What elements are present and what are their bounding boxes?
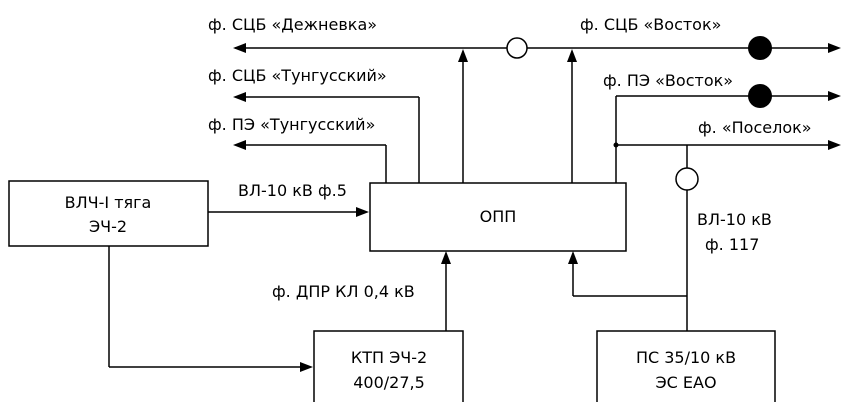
label-dezhnevka: ф. СЦБ «Дежневка» bbox=[208, 15, 377, 34]
label-vl10-f5: ВЛ-10 кВ ф.5 bbox=[238, 181, 347, 200]
box-opp bbox=[369, 182, 627, 252]
label-tungussky-scb: ф. СЦБ «Тунгусский» bbox=[208, 66, 387, 85]
arrow-poselok bbox=[828, 140, 841, 150]
arrow-dpr bbox=[441, 251, 451, 264]
vlch-line1: ВЛЧ-I тяга bbox=[65, 193, 152, 212]
label-tungussky-pe: ф. ПЭ «Тунгусский» bbox=[208, 115, 375, 134]
junction-dot bbox=[613, 142, 619, 148]
arrow-dezhnevka bbox=[233, 43, 246, 53]
ps-line1: ПС 35/10 кВ bbox=[636, 348, 736, 367]
arrow-pe-vostok bbox=[828, 91, 841, 101]
label-vostok-pe: ф. ПЭ «Восток» bbox=[603, 71, 733, 90]
ps-line2: ЭС ЕАО bbox=[655, 373, 716, 392]
arrow-vl10-f5 bbox=[356, 207, 369, 217]
arrow-up-2 bbox=[567, 49, 577, 62]
arrow-tungussky-scb bbox=[233, 92, 246, 102]
arrow-ktp bbox=[300, 362, 313, 372]
switch-closed-pe bbox=[748, 84, 772, 108]
switch-closed-top bbox=[748, 36, 772, 60]
ktp-line1: КТП ЭЧ-2 bbox=[351, 348, 427, 367]
box-ktp bbox=[313, 330, 464, 402]
ktp-line2: 400/27,5 bbox=[353, 373, 425, 392]
opp-label: ОПП bbox=[480, 207, 517, 226]
switch-open-top bbox=[506, 37, 528, 59]
label-vl10-right-1: ВЛ-10 кВ bbox=[697, 210, 772, 229]
box-ps bbox=[596, 330, 776, 402]
arrow-tungussky-pe bbox=[233, 140, 246, 150]
switch-open-117 bbox=[675, 167, 699, 191]
label-vl10-right-2: ф. 117 bbox=[705, 235, 759, 254]
label-dpr: ф. ДПР КЛ 0,4 кВ bbox=[272, 282, 415, 301]
label-vostok-scb: ф. СЦБ «Восток» bbox=[580, 15, 721, 34]
vlch-line2: ЭЧ-2 bbox=[89, 217, 127, 236]
arrow-ps-opp bbox=[568, 251, 578, 264]
arrow-up-1 bbox=[458, 49, 468, 62]
box-vlch bbox=[8, 180, 209, 247]
arrow-vostok-scb bbox=[828, 43, 841, 53]
label-poselok: ф. «Поселок» bbox=[698, 118, 812, 137]
